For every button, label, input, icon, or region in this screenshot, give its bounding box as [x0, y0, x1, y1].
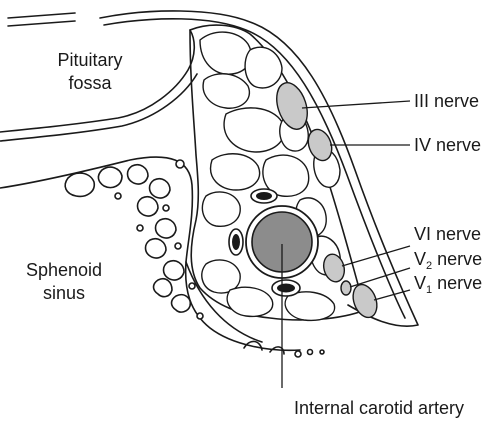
- pituitary-label-line1: Pituitary: [57, 50, 122, 70]
- pituitary-label-line2: fossa: [68, 73, 112, 93]
- carotid-label: Internal carotid artery: [294, 398, 464, 418]
- nerve-vi-label: VI nerve: [414, 224, 481, 244]
- sphenoid-label-line1: Sphenoid: [26, 260, 102, 280]
- nerve-iii-label: III nerve: [414, 91, 479, 111]
- nerve-iv-label: IV nerve: [414, 135, 481, 155]
- nerve-v2-label: V2 nerve: [414, 249, 482, 272]
- venous-trabeculae: [200, 32, 340, 320]
- nerve-v2-shape: [341, 281, 351, 295]
- sphenoid-label-line2: sinus: [43, 283, 85, 303]
- nerve-v1-label: V1 nerve: [414, 273, 482, 296]
- nerve-v1-shape: [349, 281, 381, 320]
- dura-edge-marks: [8, 13, 75, 26]
